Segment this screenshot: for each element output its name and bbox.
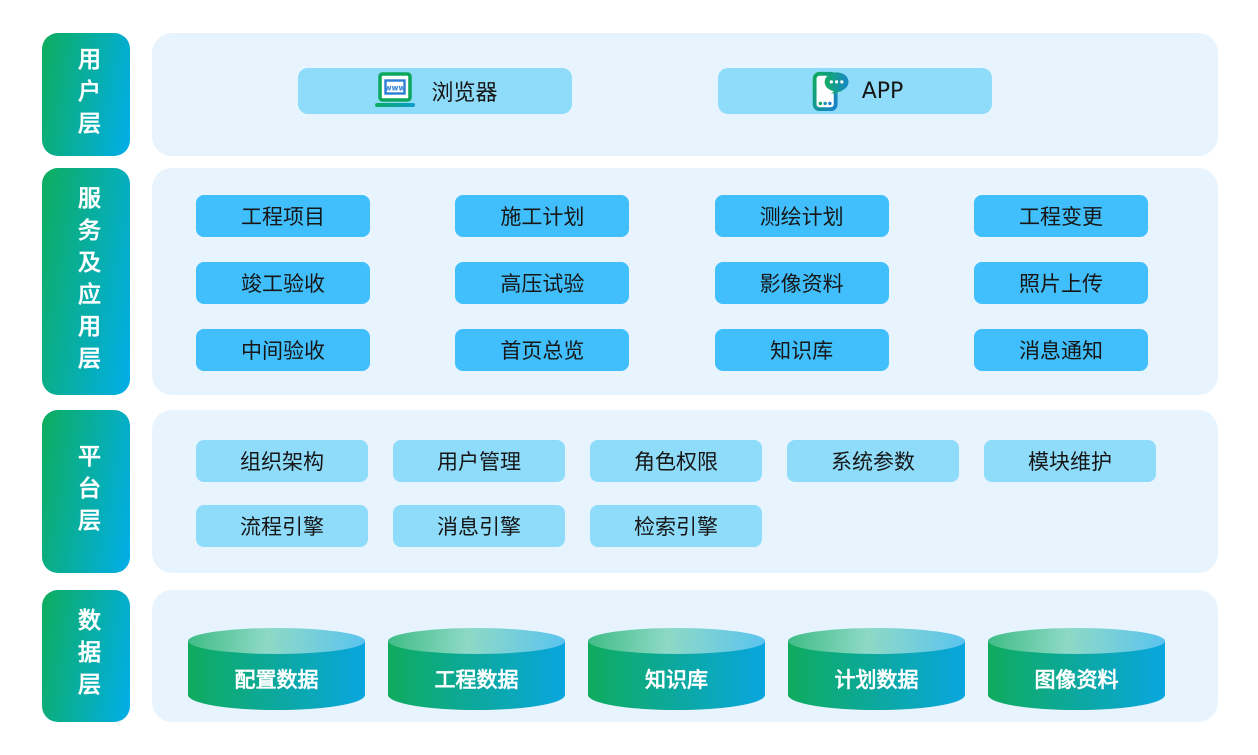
module-chip-workflow-engine: 流程引擎 — [196, 505, 368, 547]
database-label: 工程数据 — [434, 668, 519, 692]
module-chip-org-structure: 组织架构 — [196, 440, 368, 482]
cylinder-top — [788, 628, 965, 654]
database-label: 知识库 — [645, 668, 708, 692]
browser-icon-www-text: www — [385, 84, 406, 93]
layer-label-service: 服务及应用层 — [42, 168, 130, 395]
database-cylinder-config-data: 配置数据 — [188, 628, 365, 710]
layer-label-data: 数据层 — [42, 590, 130, 722]
layer-panel-user: www 浏览器 — [152, 33, 1218, 156]
cylinder-top — [188, 628, 365, 654]
cylinder-top — [388, 628, 565, 654]
module-chip-role-permissions: 角色权限 — [590, 440, 762, 482]
layer-label-platform-text: 平台层 — [73, 443, 100, 540]
layer-panel-platform: 组织架构 用户管理 角色权限 系统参数 模块维护 流程引擎 消息引擎 检索引擎 — [152, 410, 1218, 573]
database-cylinder-knowledge-base: 知识库 — [588, 628, 765, 710]
database-cylinder-image-data: 图像资料 — [988, 628, 1165, 710]
app-chip-label: APP — [861, 78, 904, 104]
layer-service: 服务及应用层 工程项目 施工计划 测绘计划 工程变更 竣工验收 高压试验 影像资… — [42, 168, 1218, 395]
database-cylinder-plan-data: 计划数据 — [788, 628, 965, 710]
app-icon — [807, 69, 849, 113]
layer-label-data-text: 数据层 — [73, 608, 100, 704]
module-chip-message-engine: 消息引擎 — [393, 505, 565, 547]
browser-chip-label: 浏览器 — [431, 81, 498, 106]
layer-label-user-text: 用户层 — [73, 46, 100, 143]
module-chip-completion-acceptance: 竣工验收 — [196, 262, 370, 304]
layer-label-user: 用户层 — [42, 33, 130, 156]
database-label: 计划数据 — [834, 668, 919, 692]
module-chip-user-management: 用户管理 — [393, 440, 565, 482]
layer-platform: 平台层 组织架构 用户管理 角色权限 系统参数 模块维护 流程引擎 消息引擎 检… — [42, 410, 1218, 573]
module-chip-intermediate-acceptance: 中间验收 — [196, 329, 370, 371]
module-chip-construction-plan: 施工计划 — [455, 195, 630, 237]
module-chip-engineering-project: 工程项目 — [196, 195, 370, 237]
cylinder-top — [988, 628, 1165, 654]
module-chip-photo-upload: 照片上传 — [973, 262, 1148, 304]
service-module-grid: 工程项目 施工计划 测绘计划 工程变更 竣工验收 高压试验 影像资料 照片上传 … — [196, 195, 1148, 371]
module-chip-media-files: 影像资料 — [714, 262, 889, 304]
module-chip-survey-plan: 测绘计划 — [714, 195, 889, 237]
database-cylinder-engineering-data: 工程数据 — [388, 628, 565, 710]
module-chip-hv-test: 高压试验 — [455, 262, 630, 304]
module-chip-notifications: 消息通知 — [973, 329, 1148, 371]
browser-chip: www 浏览器 — [298, 68, 572, 114]
layer-label-service-text: 服务及应用层 — [73, 185, 100, 378]
platform-module-grid: 组织架构 用户管理 角色权限 系统参数 模块维护 流程引擎 消息引擎 检索引擎 — [196, 440, 1156, 547]
layer-user: 用户层 www 浏览器 — [42, 33, 1218, 156]
layer-panel-data: 配置数据 工程数据 知识库 计划数据 图像资料 — [152, 590, 1218, 722]
layer-label-platform: 平台层 — [42, 410, 130, 573]
browser-icon: www — [372, 72, 418, 110]
layer-panel-service: 工程项目 施工计划 测绘计划 工程变更 竣工验收 高压试验 影像资料 照片上传 … — [152, 168, 1218, 395]
database-label: 图像资料 — [1034, 668, 1119, 692]
module-chip-engineering-change: 工程变更 — [973, 195, 1148, 237]
database-label: 配置数据 — [234, 668, 319, 692]
app-chip: APP — [718, 68, 992, 114]
module-chip-system-params: 系统参数 — [787, 440, 959, 482]
module-chip-module-maintenance: 模块维护 — [984, 440, 1156, 482]
database-row: 配置数据 工程数据 知识库 计划数据 图像资料 — [188, 628, 1165, 710]
module-chip-home-overview: 首页总览 — [455, 329, 630, 371]
module-chip-search-engine: 检索引擎 — [590, 505, 762, 547]
cylinder-top — [588, 628, 765, 654]
layer-data: 数据层 配置数据 工程数据 知识库 计划数据 — [42, 590, 1218, 722]
module-chip-knowledge-base: 知识库 — [714, 329, 889, 371]
